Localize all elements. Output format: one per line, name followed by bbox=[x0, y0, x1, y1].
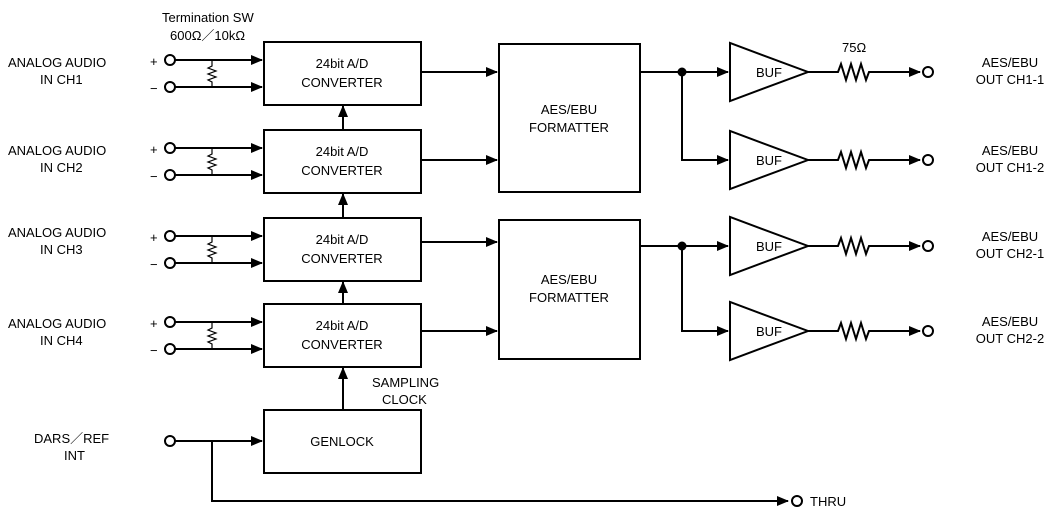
adc-block-ch4 bbox=[263, 303, 422, 368]
formatter-2-branch-line bbox=[681, 246, 729, 336]
adc-ch2-label-line1: 24bit A/D bbox=[316, 144, 369, 159]
input-ch2-minus-terminal bbox=[164, 169, 176, 181]
adc-ch4-label-line2: CONVERTER bbox=[301, 337, 382, 352]
input-ch2-plus: + bbox=[150, 142, 158, 157]
thru-line bbox=[211, 441, 789, 506]
output-ch2-2-line bbox=[808, 319, 921, 343]
output-ch1-2-terminal bbox=[922, 154, 934, 166]
thru-terminal bbox=[791, 495, 803, 507]
output-ch2-2-label-line1: AES/EBU bbox=[982, 314, 1038, 329]
input-ch3-plus-terminal bbox=[164, 230, 176, 242]
termination-resistor-ch2 bbox=[206, 148, 218, 175]
thru-label: THRU bbox=[810, 494, 846, 509]
termination-value: 600Ω／10kΩ bbox=[170, 28, 245, 43]
reference-input-terminal bbox=[164, 435, 176, 447]
input-ch2-label-line2: IN CH2 bbox=[40, 160, 83, 175]
termination-resistor-ch4 bbox=[206, 322, 218, 349]
reference-label-line2: INT bbox=[64, 448, 85, 463]
buffer-1 bbox=[729, 41, 811, 103]
formatter-1-label-line2: FORMATTER bbox=[529, 120, 609, 135]
junction-dot-1 bbox=[677, 67, 687, 77]
adc-ch3-label-line2: CONVERTER bbox=[301, 251, 382, 266]
output-ch1-1-label-line2: OUT CH1-1 bbox=[976, 72, 1044, 87]
input-ch4-label-line1: ANALOG AUDIO bbox=[8, 316, 106, 331]
resistor-value-label: 75Ω bbox=[842, 40, 866, 55]
output-ch1-2-label-line1: AES/EBU bbox=[982, 143, 1038, 158]
formatter-1-branch-line bbox=[681, 72, 729, 165]
output-ch1-1-terminal bbox=[922, 66, 934, 78]
output-ch2-1-terminal bbox=[922, 240, 934, 252]
input-ch4-label-line2: IN CH4 bbox=[40, 333, 83, 348]
genlock-block bbox=[263, 409, 422, 474]
input-ch2-plus-terminal bbox=[164, 142, 176, 154]
sampling-clock-label-line1: SAMPLING bbox=[372, 375, 439, 390]
input-ch4-plus: + bbox=[150, 316, 158, 331]
formatter-2-label-line1: AES/EBU bbox=[541, 272, 597, 287]
buffer-4 bbox=[729, 300, 811, 362]
input-ch3-minus-terminal bbox=[164, 257, 176, 269]
buffer-2 bbox=[729, 129, 811, 191]
input-ch2-minus: − bbox=[150, 169, 158, 184]
buffer-3 bbox=[729, 215, 811, 277]
input-ch1-plus: + bbox=[150, 54, 158, 69]
reference-label-line1: DARS／REF bbox=[34, 431, 109, 446]
input-ch4-plus-terminal bbox=[164, 316, 176, 328]
termination-title: Termination SW bbox=[162, 10, 254, 25]
buffer-2-label: BUF bbox=[756, 153, 782, 168]
adc-ch3-label-line1: 24bit A/D bbox=[316, 232, 369, 247]
output-ch1-2-line bbox=[808, 148, 921, 172]
output-ch2-2-label-line2: OUT CH2-2 bbox=[976, 331, 1044, 346]
termination-resistor-ch1 bbox=[206, 60, 218, 87]
junction-dot-2 bbox=[677, 241, 687, 251]
buffer-3-label: BUF bbox=[756, 239, 782, 254]
input-ch3-minus: − bbox=[150, 257, 158, 272]
input-ch3-label-line1: ANALOG AUDIO bbox=[8, 225, 106, 240]
input-ch3-plus: + bbox=[150, 230, 158, 245]
output-ch2-1-label-line2: OUT CH2-1 bbox=[976, 246, 1044, 261]
adc-ch4-label-line1: 24bit A/D bbox=[316, 318, 369, 333]
adc-block-ch3 bbox=[263, 217, 422, 282]
adc-block-ch2 bbox=[263, 129, 422, 194]
output-ch2-2-terminal bbox=[922, 325, 934, 337]
input-ch2-label-line1: ANALOG AUDIO bbox=[8, 143, 106, 158]
formatter-1-label-line1: AES/EBU bbox=[541, 102, 597, 117]
sampling-clock-label-line2: CLOCK bbox=[382, 392, 427, 407]
adc-ch1-label-line1: 24bit A/D bbox=[316, 56, 369, 71]
output-ch2-1-line bbox=[808, 234, 921, 258]
input-ch4-minus-terminal bbox=[164, 343, 176, 355]
input-ch3-label-line2: IN CH3 bbox=[40, 242, 83, 257]
output-ch1-1-label-line1: AES/EBU bbox=[982, 55, 1038, 70]
buffer-4-label: BUF bbox=[756, 324, 782, 339]
input-ch1-label-line1: ANALOG AUDIO bbox=[8, 55, 106, 70]
input-ch1-minus-terminal bbox=[164, 81, 176, 93]
buffer-1-label: BUF bbox=[756, 65, 782, 80]
formatter-2-label-line2: FORMATTER bbox=[529, 290, 609, 305]
adc-ch2-label-line2: CONVERTER bbox=[301, 163, 382, 178]
input-ch1-label-line2: IN CH1 bbox=[40, 72, 83, 87]
adc-ch1-label-line2: CONVERTER bbox=[301, 75, 382, 90]
input-ch4-minus: − bbox=[150, 343, 158, 358]
termination-resistor-ch3 bbox=[206, 236, 218, 263]
output-ch1-2-label-line2: OUT CH1-2 bbox=[976, 160, 1044, 175]
adc-block-ch1 bbox=[263, 41, 422, 106]
output-ch2-1-label-line1: AES/EBU bbox=[982, 229, 1038, 244]
formatter-block-2 bbox=[498, 219, 641, 360]
output-ch1-1-line bbox=[808, 60, 921, 84]
genlock-label: GENLOCK bbox=[310, 434, 374, 449]
formatter-block-1 bbox=[498, 43, 641, 193]
input-ch1-minus: − bbox=[150, 81, 158, 96]
input-ch1-plus-terminal bbox=[164, 54, 176, 66]
